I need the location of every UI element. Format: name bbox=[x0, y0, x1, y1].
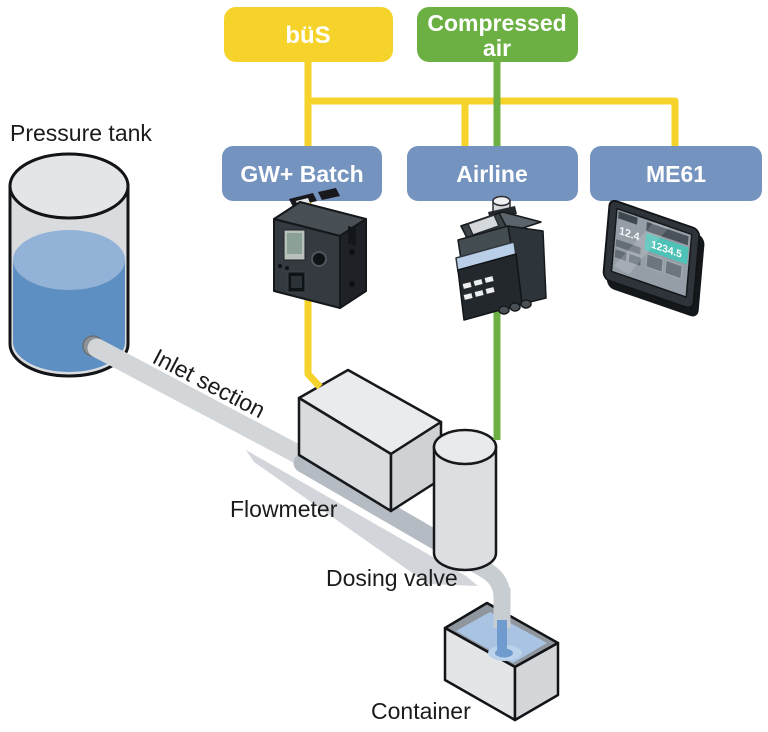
me61-screen-tag bbox=[618, 211, 638, 225]
airline-bottom-tubes bbox=[498, 299, 532, 315]
bus-box bbox=[224, 7, 393, 62]
gw-screw-bottom bbox=[349, 281, 355, 287]
flowmeter-device bbox=[297, 368, 443, 513]
gw-batch-device bbox=[273, 188, 367, 309]
gw-top-connector-b bbox=[318, 188, 340, 200]
tank-liquid-surface bbox=[13, 230, 125, 290]
me61-box bbox=[590, 146, 762, 201]
me61-label: ME61 bbox=[646, 161, 706, 187]
dosing-valve-label: Dosing valve bbox=[326, 565, 458, 591]
me61-screen-accent-panel bbox=[644, 233, 689, 265]
pressure-tank-label: Pressure tank bbox=[10, 120, 152, 146]
gw-screen bbox=[287, 233, 302, 254]
dosing-valve-top bbox=[432, 428, 498, 466]
gw-led-b bbox=[285, 266, 289, 270]
compressed-air-box bbox=[417, 7, 578, 62]
inlet-pipe bbox=[87, 338, 332, 477]
airline-box bbox=[407, 146, 578, 201]
me61-screen-header bbox=[646, 222, 689, 246]
tank-top-opening bbox=[8, 152, 130, 220]
airline-top-fitting-cap bbox=[492, 195, 511, 207]
me61-screen-bar-b bbox=[614, 249, 627, 261]
airline-node: Airline bbox=[407, 146, 578, 201]
gw-batch-node: GW+ Batch bbox=[222, 146, 382, 201]
gw-batch-box bbox=[222, 146, 382, 201]
flowmeter-label: Flowmeter bbox=[230, 496, 338, 522]
airline-display-screen bbox=[467, 214, 500, 236]
dosing-valve-device bbox=[432, 428, 498, 572]
gw-batch-label: GW+ Batch bbox=[240, 161, 363, 187]
compressed-air-label-line1: Compressed bbox=[427, 10, 566, 36]
me61-screen-button-b bbox=[664, 259, 683, 280]
airline-device bbox=[455, 195, 547, 321]
bus-source-node: büS bbox=[224, 7, 393, 62]
gw-side-slot bbox=[348, 226, 356, 246]
airline-terminals bbox=[462, 276, 495, 300]
container-label: Container bbox=[371, 698, 471, 724]
gw-bottom-port-inner bbox=[291, 276, 302, 288]
me61-screen-reflection bbox=[613, 222, 669, 275]
me61-node: ME61 bbox=[590, 146, 762, 201]
bus-label: büS bbox=[285, 22, 330, 49]
me61-screen-bar-c bbox=[628, 253, 641, 266]
flowmeter-shadow bbox=[246, 450, 478, 586]
dosing-valve-body bbox=[432, 445, 498, 572]
me61-device: 12.4 1234.5 bbox=[602, 199, 705, 317]
compressed-air-label-line2: air bbox=[483, 35, 511, 61]
gw-screw-top bbox=[349, 249, 355, 255]
gw-round-connector bbox=[311, 251, 327, 267]
gw-led-a bbox=[278, 264, 282, 268]
compressed-air-source-node: Compressed air bbox=[417, 7, 578, 62]
bus-wire-horizontal bbox=[308, 97, 679, 147]
airline-label: Airline bbox=[456, 161, 528, 187]
pressure-tank bbox=[8, 152, 130, 378]
container-right-wall bbox=[513, 641, 560, 722]
me61-screen-bar-a bbox=[615, 239, 641, 255]
me61-screen-button-a bbox=[645, 253, 664, 274]
